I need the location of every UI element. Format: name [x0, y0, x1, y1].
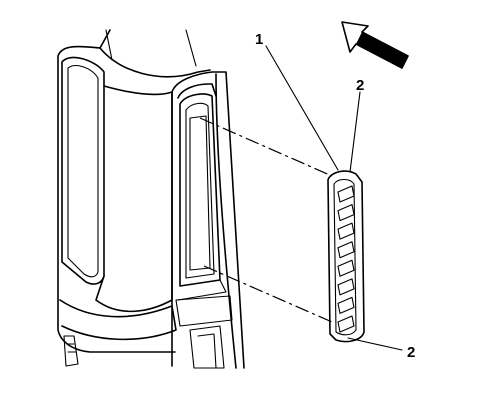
vent-louver-slat	[337, 222, 355, 240]
leader-callout-2-bottom	[347, 337, 403, 351]
pillar-bevel	[177, 83, 217, 99]
vent-opening-inner	[185, 102, 215, 279]
projection-line-bottom	[203, 265, 333, 323]
vent-opening-ledge	[177, 279, 227, 301]
body-outer-outline	[57, 29, 176, 353]
window-inner	[67, 65, 99, 278]
pillar-outer	[171, 71, 245, 369]
projection-line-top	[199, 117, 333, 177]
vent-louver-slat	[337, 315, 355, 333]
vent-louver-slat	[337, 241, 355, 259]
leader-callout-1	[265, 45, 339, 171]
roof-line	[99, 47, 211, 78]
vent-grille	[327, 170, 365, 343]
pillar	[171, 71, 245, 369]
callout-leaders	[265, 45, 403, 351]
roof-seam	[105, 29, 197, 67]
vent-opening-outer	[179, 93, 221, 287]
quarter-panel	[95, 85, 173, 313]
body-panel	[57, 29, 211, 367]
vent-louver-slat	[337, 296, 355, 314]
vent-louver-slat	[337, 185, 355, 203]
pillar-inner-edge	[215, 73, 237, 369]
callout-2-top: 2	[356, 77, 364, 94]
direction-arrow-fill	[356, 32, 408, 68]
vent-grille-frame	[327, 170, 365, 343]
vent-grille-flange	[333, 178, 357, 336]
vent-opening-recess	[189, 115, 211, 271]
vent-louver-slat	[337, 278, 355, 296]
pillar-lower-detail	[175, 295, 233, 369]
callout-1: 1	[255, 31, 263, 48]
vent-louver-slat	[337, 259, 355, 277]
vent-louver-slat	[337, 204, 355, 222]
lower-detail	[63, 335, 79, 367]
callout-2-bottom: 2	[407, 344, 415, 361]
direction-arrow-icon	[341, 21, 409, 69]
leader-callout-2-top	[349, 91, 361, 173]
vent-louvers	[337, 185, 355, 333]
projection-lines	[199, 117, 333, 323]
